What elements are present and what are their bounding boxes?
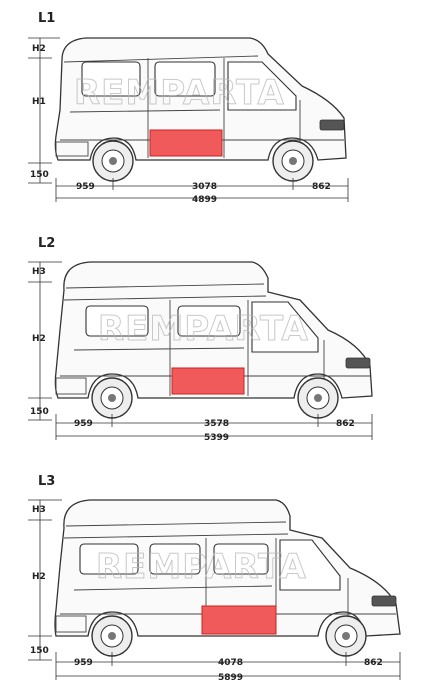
watermark: REMPARTA xyxy=(74,73,285,113)
height-label: 150 xyxy=(30,646,49,656)
highlighted-sill-panel xyxy=(149,129,223,157)
wheel xyxy=(91,615,133,657)
total-length-label: 4899 xyxy=(192,195,217,205)
van-l3: L3 H3 H2 150 xyxy=(28,474,401,683)
highlighted-sill-panel xyxy=(171,367,245,395)
van-l2: L2 H3 H2 150 xyxy=(28,236,373,443)
van-body xyxy=(54,499,401,637)
van-l1: L1 H2 H1 150 xyxy=(28,11,349,205)
length-label: 959 xyxy=(76,182,95,192)
van-body xyxy=(54,37,347,161)
height-label: H2 xyxy=(32,44,46,54)
height-label: 150 xyxy=(30,407,49,417)
van-label: L3 xyxy=(38,474,55,489)
wheel xyxy=(92,140,134,182)
watermark: REMPARTA xyxy=(96,547,307,587)
length-label: 959 xyxy=(74,658,93,668)
height-label: H2 xyxy=(32,334,46,344)
van-body xyxy=(54,261,373,399)
length-label: 3078 xyxy=(192,182,217,192)
wheel xyxy=(325,615,367,657)
height-label: 150 xyxy=(30,170,49,180)
length-label: 3578 xyxy=(204,419,229,429)
total-length-label: 5399 xyxy=(204,433,229,443)
watermark: REMPARTA xyxy=(98,309,309,349)
wheel xyxy=(91,377,133,419)
wheel xyxy=(272,140,314,182)
van-label: L2 xyxy=(38,236,55,251)
length-label: 4078 xyxy=(218,658,243,668)
height-label: H2 xyxy=(32,572,46,582)
height-label: H1 xyxy=(32,97,46,107)
length-label: 862 xyxy=(336,419,355,429)
length-label: 862 xyxy=(364,658,383,668)
height-label: H3 xyxy=(32,505,46,515)
length-label: 862 xyxy=(312,182,331,192)
height-label: H3 xyxy=(32,267,46,277)
wheel xyxy=(297,377,339,419)
total-length-label: 5899 xyxy=(218,673,243,683)
van-label: L1 xyxy=(38,11,55,26)
length-label: 959 xyxy=(74,419,93,429)
highlighted-sill-panel xyxy=(201,605,277,635)
